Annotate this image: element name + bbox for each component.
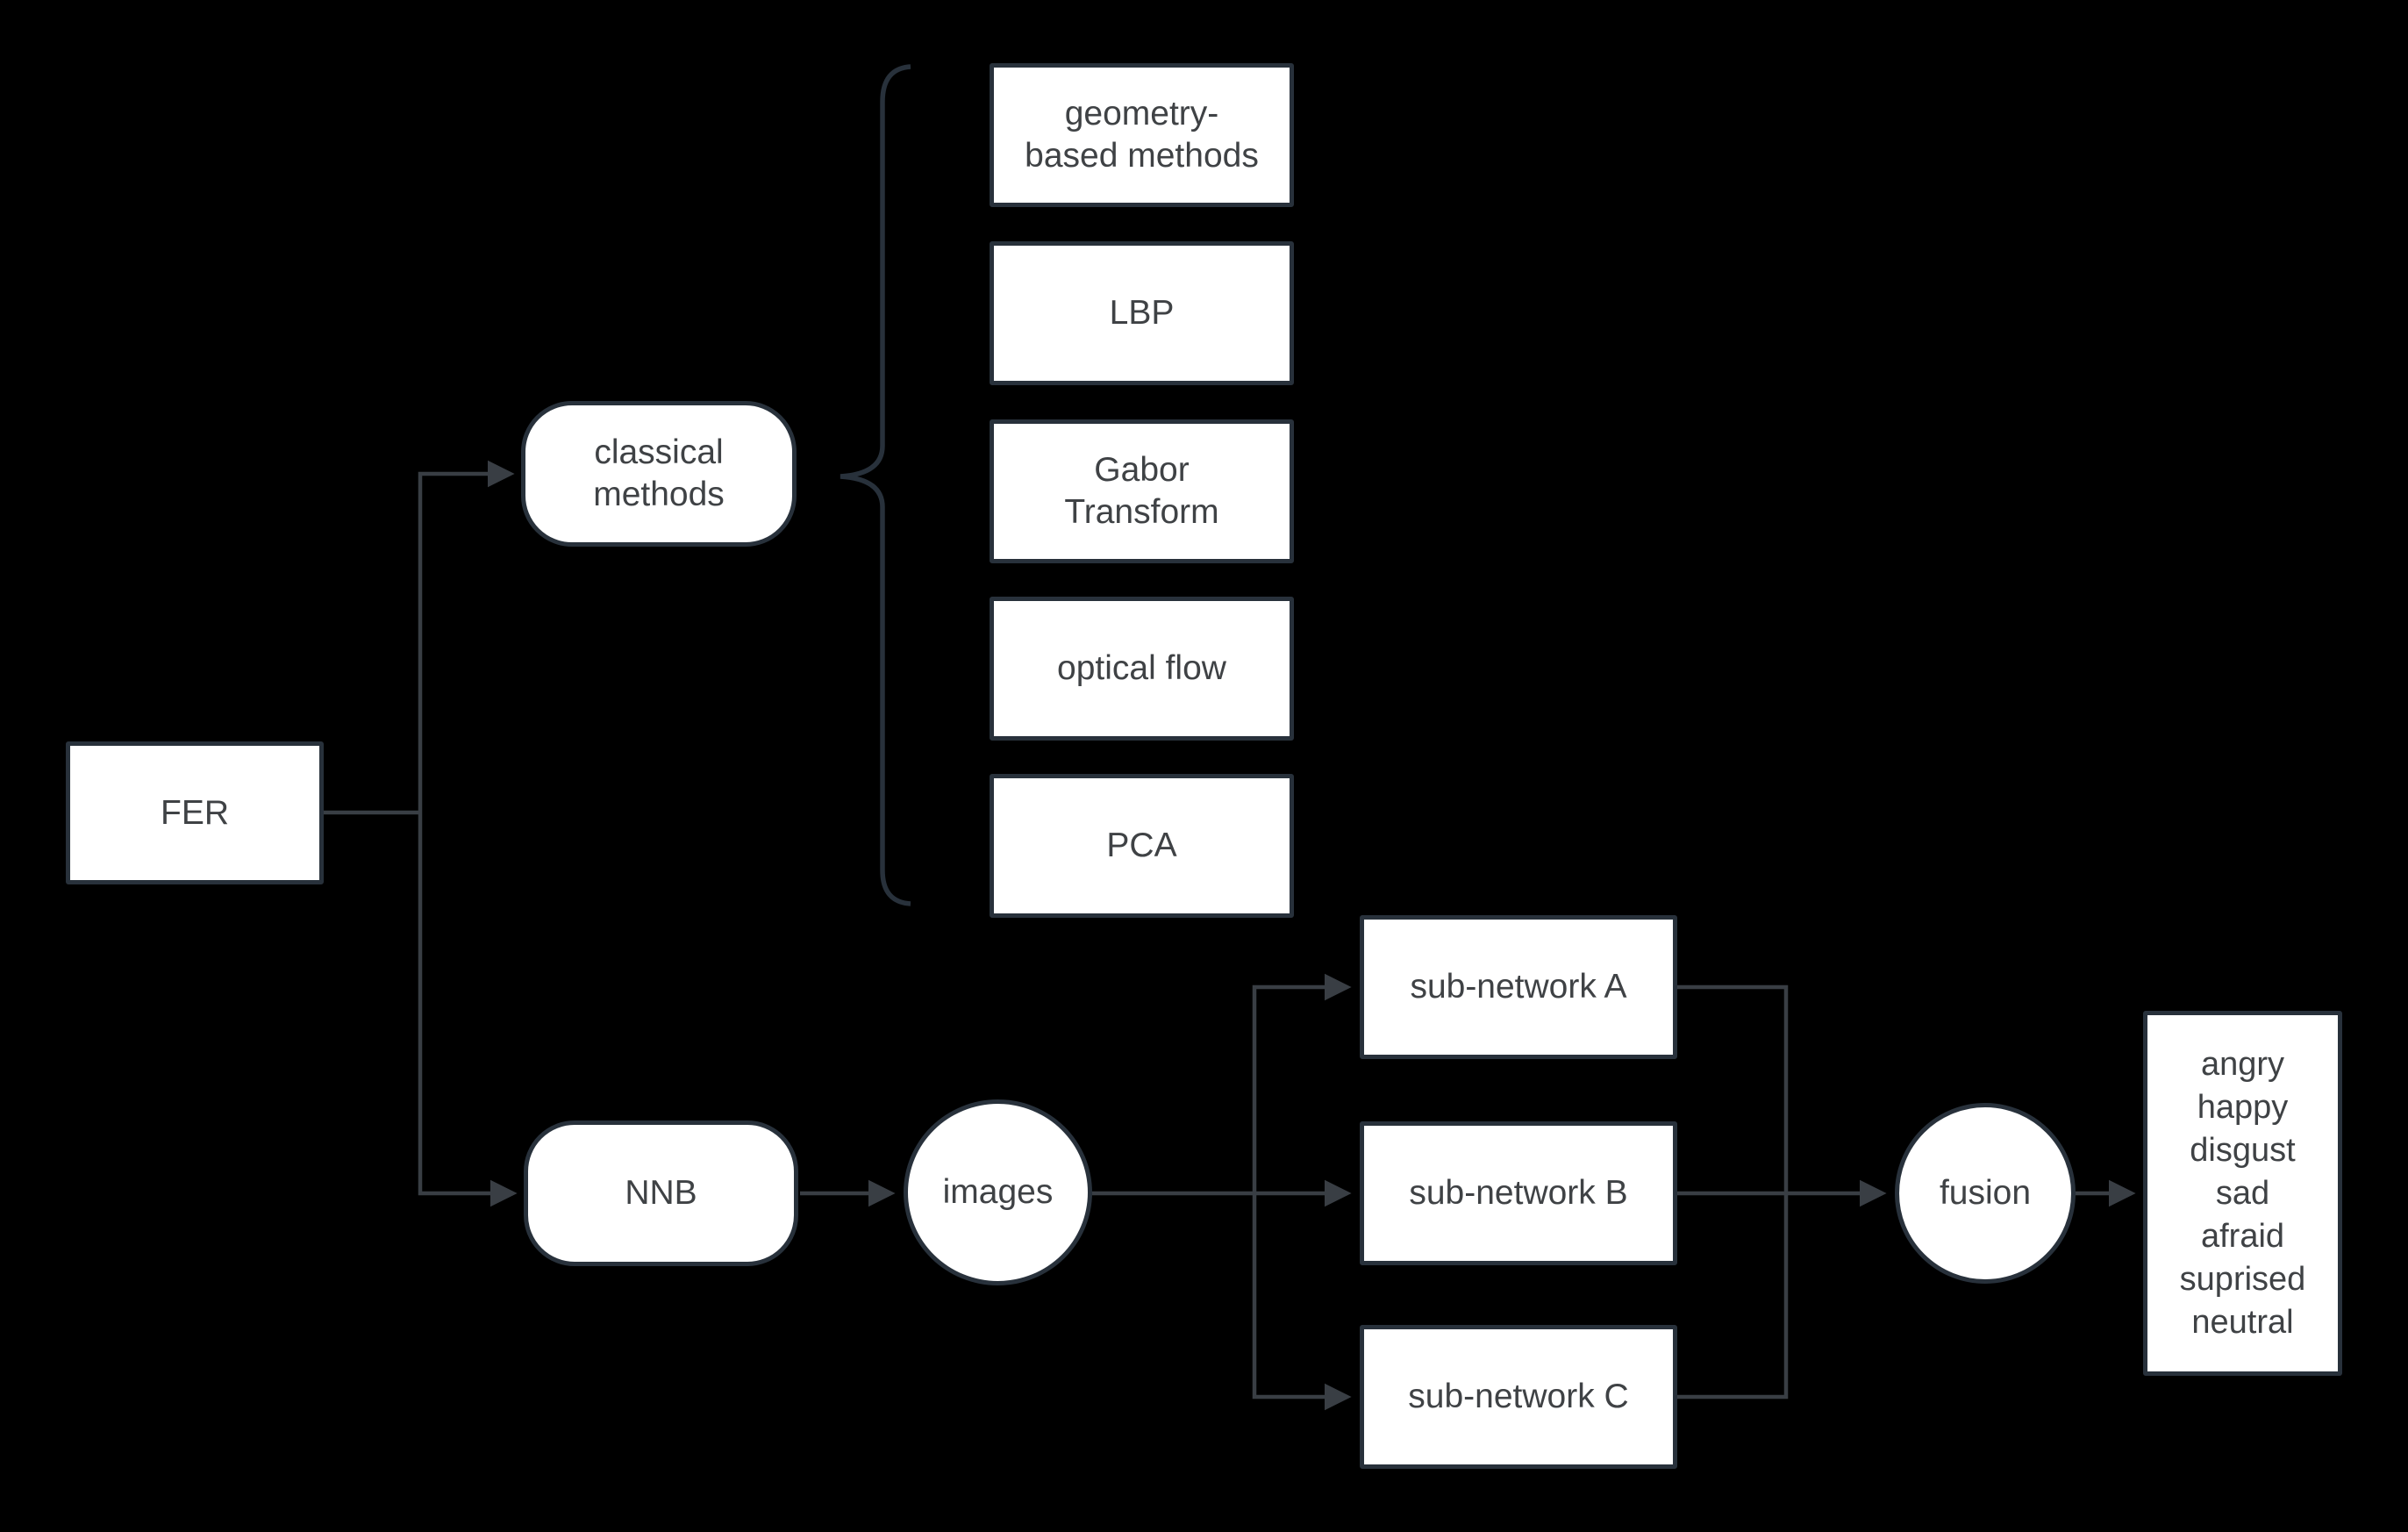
- node-label: sub-network A: [1410, 968, 1627, 1006]
- node-label: geometry-: [1064, 95, 1219, 133]
- node-pca: PCA: [990, 774, 1294, 918]
- edge-split-to-subnet-c: [1252, 1193, 1352, 1411]
- node-classical-methods: classical methods: [521, 401, 797, 547]
- node-label: methods: [593, 476, 725, 513]
- node-optical-flow: optical flow: [990, 597, 1294, 741]
- node-lbp: LBP: [990, 241, 1294, 385]
- node-label: fusion: [1939, 1174, 2032, 1213]
- node-label: PCA: [1106, 827, 1177, 865]
- node-label: images: [942, 1173, 1054, 1212]
- emotion-label: neutral: [2191, 1303, 2294, 1341]
- node-label: classical: [594, 433, 724, 472]
- node-label: FER: [161, 793, 229, 832]
- node-label: sub-network B: [1409, 1174, 1628, 1213]
- emotion-label: afraid: [2200, 1217, 2285, 1255]
- curly-brace: [840, 64, 911, 906]
- emotion-label: happy: [2197, 1088, 2289, 1126]
- node-label: optical flow: [1057, 649, 1226, 688]
- node-label: based methods: [1025, 137, 1259, 175]
- emotion-label: disgust: [2190, 1131, 2296, 1169]
- edge-split-to-subnet-a: [1252, 973, 1352, 1193]
- node-sub-network-c: sub-network C: [1360, 1325, 1677, 1469]
- node-sub-network-a: sub-network A: [1360, 915, 1677, 1059]
- node-images: images: [904, 1099, 1092, 1285]
- node-label: sub-network C: [1408, 1378, 1629, 1416]
- node-geometry-based-methods: geometry- based methods: [990, 63, 1294, 207]
- edge-subnet-c-merge: [1677, 1193, 1789, 1400]
- emotion-label: sad: [2215, 1174, 2270, 1212]
- emotion-label: suprised: [2179, 1260, 2306, 1298]
- node-label: LBP: [1109, 294, 1175, 333]
- node-label: NNB: [625, 1174, 697, 1213]
- emotion-label: angry: [2200, 1045, 2285, 1083]
- edge-subnet-a-merge: [1677, 984, 1789, 1193]
- edge-trunk-to-classical-methods: [418, 460, 515, 813]
- node-label: Transform: [1064, 493, 1219, 531]
- node-fer: FER: [66, 741, 324, 884]
- node-output-emotions: angry happy disgust sad afraid suprised …: [2143, 1011, 2342, 1376]
- node-nnb: NNB: [524, 1120, 798, 1266]
- node-fusion: fusion: [1895, 1103, 2076, 1284]
- node-sub-network-b: sub-network B: [1360, 1121, 1677, 1265]
- node-gabor-transform: Gabor Transform: [990, 419, 1294, 563]
- edge-trunk-to-nnb: [418, 813, 518, 1207]
- node-label: Gabor: [1094, 451, 1190, 490]
